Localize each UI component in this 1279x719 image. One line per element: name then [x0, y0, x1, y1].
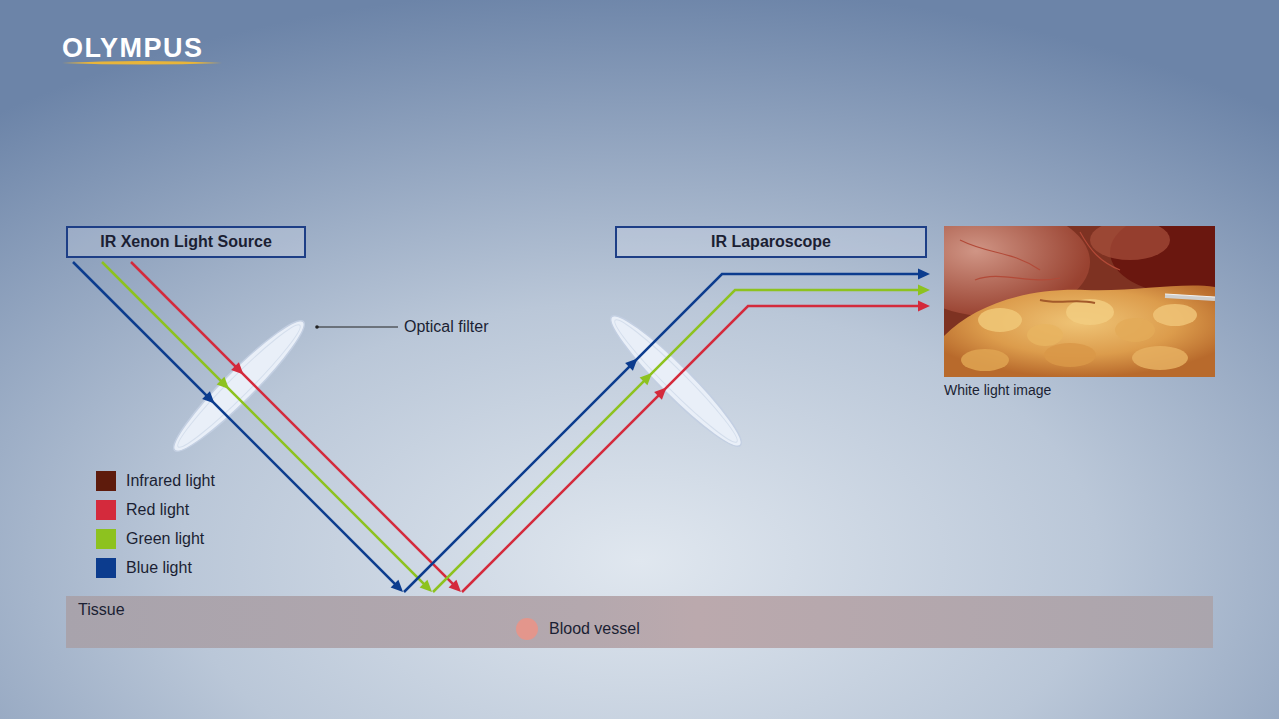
ray-arrowhead [217, 377, 229, 389]
endoscope-photo [944, 226, 1215, 377]
ray-line [73, 262, 397, 586]
leader-line [315, 325, 398, 329]
legend-entry: Blue light [96, 558, 192, 578]
legend-label: Blue light [126, 558, 192, 578]
part-label: Optical filter [404, 318, 488, 336]
brand-logo: OLYMPUS [62, 33, 204, 63]
vessel-dot [516, 618, 538, 640]
laparoscope-box: IR Laparoscope [615, 226, 927, 258]
blood-vessel: Blood vessel [516, 617, 640, 641]
node-label: Blood vessel [549, 620, 640, 638]
node-label: Tissue [78, 601, 125, 619]
light-ray [73, 262, 403, 592]
legend-label: Green light [126, 529, 204, 549]
ray-arrowhead [420, 580, 432, 592]
ray-arrowhead [918, 269, 930, 280]
ray-arrowhead [391, 580, 403, 592]
legend-swatch [96, 529, 116, 549]
legend-label: Red light [126, 500, 189, 520]
legend-entry: Green light [96, 529, 204, 549]
light-ray [433, 285, 930, 593]
light-ray [102, 262, 432, 592]
legend-swatch [96, 471, 116, 491]
legend-swatch [96, 500, 116, 520]
ray-arrowhead [918, 301, 930, 312]
node-label: White light image [944, 382, 1215, 398]
tissue-band: TissueBlood vessel [66, 596, 1213, 648]
legend-swatch [96, 558, 116, 578]
node-label: IR Laparoscope [711, 233, 831, 251]
legend-entry: Red light [96, 500, 189, 520]
light-ray [404, 269, 930, 593]
light-source-box: IR Xenon Light Source [66, 226, 306, 258]
optical-filter [601, 306, 751, 456]
ray-arrowhead [654, 388, 666, 400]
ray-arrowhead [202, 391, 214, 403]
image-frame: White light image [944, 226, 1215, 398]
ray-arrowhead [449, 580, 461, 592]
ray-arrowhead [625, 359, 637, 371]
ray-line [433, 290, 922, 592]
ray-arrowhead [640, 373, 652, 385]
legend-entry: Infrared light [96, 471, 215, 491]
ray-line [462, 306, 922, 592]
ray-line [102, 262, 426, 586]
ray-line [404, 274, 922, 592]
legend-label: Infrared light [126, 471, 215, 491]
node-label: IR Xenon Light Source [100, 233, 272, 251]
light-ray [462, 301, 930, 593]
ray-arrowhead [918, 285, 930, 296]
ray-arrowhead [231, 362, 243, 374]
optical-filter [164, 311, 314, 461]
